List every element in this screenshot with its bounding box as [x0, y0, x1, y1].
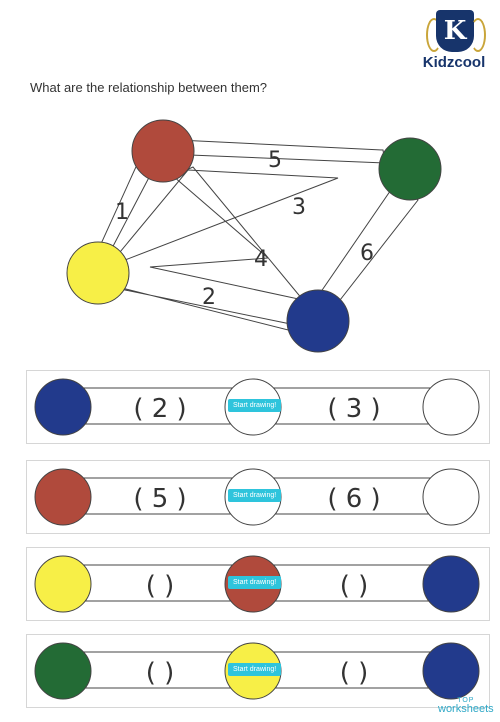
footer-brand: worksheets — [438, 703, 494, 715]
diagram-red-circle — [131, 119, 195, 183]
right-circle — [422, 468, 480, 526]
second-blank[interactable]: ( 6 ) — [327, 484, 380, 514]
answer-row: ( ) ( ) Start drawing! — [26, 634, 490, 708]
first-blank[interactable]: ( 5 ) — [133, 484, 186, 514]
right-circle — [422, 378, 480, 436]
laurel-right-icon — [470, 18, 486, 52]
right-circle — [422, 642, 480, 700]
diagram-green-circle — [378, 137, 442, 201]
color-relationship-diagram: 1 5 3 4 6 2 — [66, 119, 442, 353]
answer-row-graphic: ( ) ( ) — [34, 555, 480, 613]
topworksheets-logo: TOP worksheets — [438, 697, 494, 715]
diagram-blue-circle — [286, 289, 350, 353]
first-blank[interactable]: ( ) — [146, 571, 175, 601]
start-drawing-button[interactable]: Start drawing! — [228, 576, 282, 589]
answer-row: ( 5 ) ( 6 ) Start drawing! — [26, 460, 490, 534]
label-1: 1 — [115, 200, 129, 225]
answer-row-graphic: ( 2 ) ( 3 ) — [34, 378, 480, 436]
left-circle — [34, 378, 92, 436]
footer-top: TOP — [457, 697, 475, 704]
link-4 — [149, 166, 305, 301]
answer-row: ( ) ( ) Start drawing! — [26, 547, 490, 621]
start-drawing-button[interactable]: Start drawing! — [228, 399, 282, 412]
diagram-yellow-circle — [66, 241, 130, 305]
kidzcool-logo: K Kidzcool — [418, 10, 490, 72]
first-blank[interactable]: ( ) — [146, 658, 175, 688]
logo-badge: K — [436, 10, 474, 52]
left-circle — [34, 642, 92, 700]
label-2: 2 — [202, 285, 216, 310]
second-blank[interactable]: ( ) — [340, 658, 369, 688]
laurel-left-icon — [426, 18, 442, 52]
logo-name: Kidzcool — [422, 54, 486, 71]
start-drawing-button[interactable]: Start drawing! — [228, 663, 282, 676]
second-blank[interactable]: ( 3 ) — [327, 394, 380, 424]
answer-row: ( 2 ) ( 3 ) Start drawing! — [26, 370, 490, 444]
start-drawing-button[interactable]: Start drawing! — [228, 489, 282, 502]
left-circle — [34, 468, 92, 526]
left-circle — [34, 555, 92, 613]
label-4: 4 — [254, 247, 268, 272]
label-6: 6 — [360, 241, 374, 266]
first-blank[interactable]: ( 2 ) — [133, 394, 186, 424]
question-text: What are the relationship between them? — [30, 80, 268, 95]
right-circle — [422, 555, 480, 613]
second-blank[interactable]: ( ) — [340, 571, 369, 601]
label-5: 5 — [268, 148, 282, 173]
label-3: 3 — [292, 195, 306, 220]
